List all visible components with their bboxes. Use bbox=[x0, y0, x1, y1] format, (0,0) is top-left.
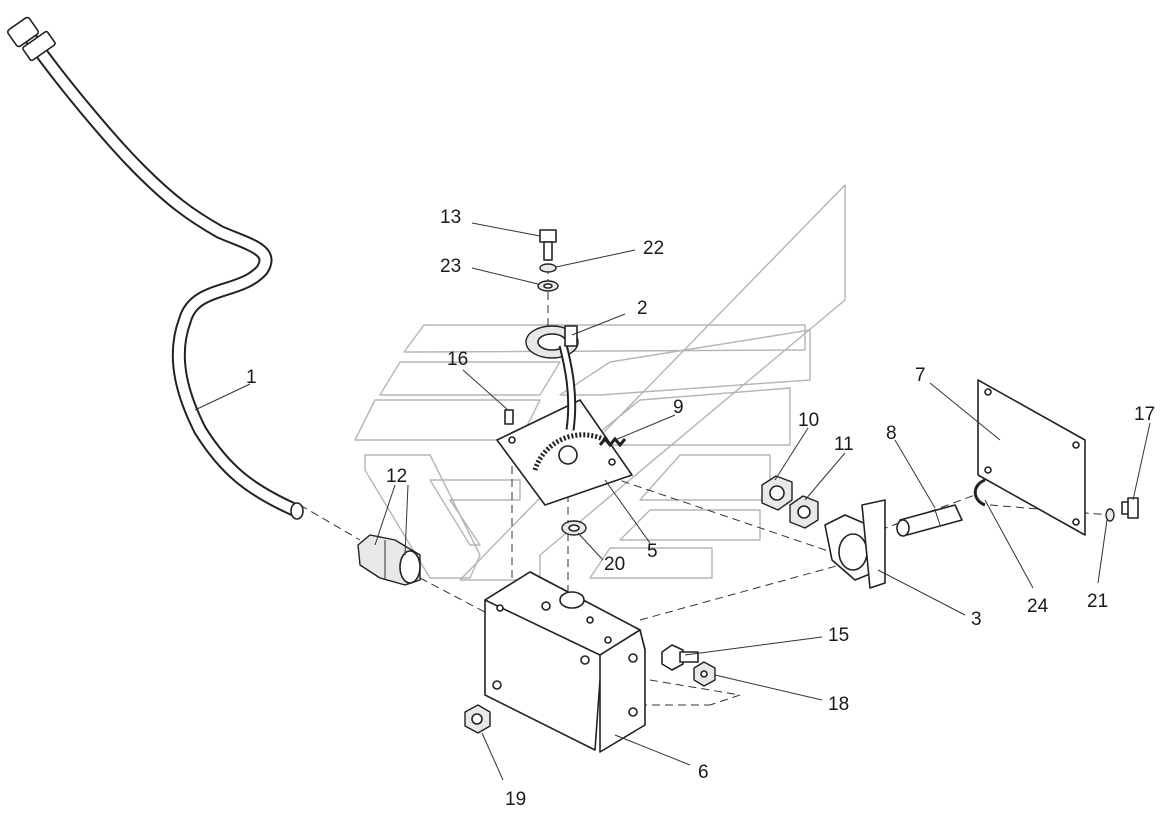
watermark-logo bbox=[354, 184, 846, 581]
leader-lines bbox=[194, 222, 1151, 781]
pin-part-16 bbox=[504, 409, 514, 425]
scale-plate-part bbox=[496, 399, 633, 506]
clevis-part bbox=[824, 499, 886, 589]
callout-21: 21 bbox=[1087, 591, 1108, 612]
bolt-part-15 bbox=[661, 644, 699, 671]
pin-part-8 bbox=[896, 504, 963, 537]
callout-12: 12 bbox=[386, 466, 407, 487]
callout-13: 13 bbox=[440, 207, 461, 228]
callout-11: 11 bbox=[834, 434, 854, 455]
callout-16: 16 bbox=[447, 349, 468, 370]
callout-7: 7 bbox=[915, 365, 926, 386]
washer-part-21 bbox=[1105, 508, 1115, 522]
nut-part-19 bbox=[464, 704, 491, 734]
callout-2: 2 bbox=[637, 298, 648, 319]
callout-3: 3 bbox=[971, 609, 982, 630]
screw-part-17 bbox=[1121, 497, 1139, 519]
fitting-part bbox=[357, 534, 421, 586]
callout-15: 15 bbox=[828, 625, 849, 646]
callout-18: 18 bbox=[828, 694, 849, 715]
washer-part-23 bbox=[537, 280, 559, 292]
callout-19: 19 bbox=[505, 789, 526, 810]
callout-1: 1 bbox=[246, 367, 257, 388]
washer-part-20 bbox=[561, 520, 587, 536]
callout-8: 8 bbox=[886, 423, 897, 444]
hose-part bbox=[6, 16, 304, 520]
nut-part-10 bbox=[761, 475, 793, 511]
cover-plate-part bbox=[977, 379, 1086, 536]
valve-block-part bbox=[484, 571, 646, 753]
bolt-part-13 bbox=[539, 229, 557, 261]
callout-17: 17 bbox=[1134, 404, 1155, 425]
callout-20: 20 bbox=[604, 554, 625, 575]
nut-part-18 bbox=[693, 661, 716, 687]
callout-labels: 1 2 3 5 6 7 8 9 10 11 12 13 15 16 17 18 … bbox=[246, 207, 1155, 810]
callout-22: 22 bbox=[643, 238, 664, 259]
callout-23: 23 bbox=[440, 256, 461, 277]
callout-6: 6 bbox=[698, 762, 709, 783]
washer-part-22 bbox=[539, 263, 557, 273]
clip-part bbox=[973, 478, 986, 507]
callout-9: 9 bbox=[673, 397, 684, 418]
callout-24: 24 bbox=[1027, 596, 1049, 617]
nut-part-11 bbox=[789, 495, 819, 529]
callout-10: 10 bbox=[798, 410, 819, 431]
spring-part bbox=[598, 436, 627, 448]
callout-5: 5 bbox=[647, 541, 658, 562]
lever-part bbox=[525, 325, 579, 431]
